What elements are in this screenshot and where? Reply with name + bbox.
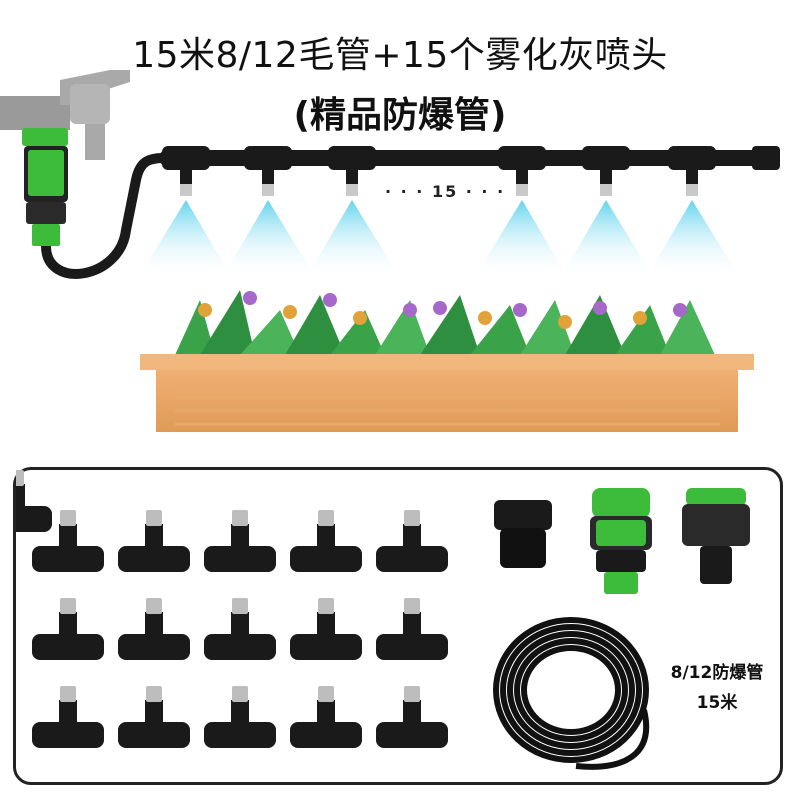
end-cap xyxy=(752,146,780,170)
quick-connector-icon xyxy=(590,488,652,594)
faucet-icon xyxy=(0,70,130,160)
mist-sprays xyxy=(138,200,740,278)
tube-spec-label: 8/12防爆管 xyxy=(670,663,764,683)
kit-contents-panel xyxy=(0,467,783,785)
faucet-adapter-icon xyxy=(682,488,750,584)
spray-count-label: · · · 15 · · · xyxy=(385,182,506,201)
tee-nozzle-grid-icon xyxy=(0,470,52,532)
product-subtitle: (精品防爆管) xyxy=(293,95,507,136)
product-title: 15米8/12毛管+15个雾化灰喷头 xyxy=(132,35,668,76)
tube-length-label: 15米 xyxy=(696,693,738,713)
tee-nozzles xyxy=(162,146,716,196)
planter-box-icon xyxy=(140,354,754,432)
hose xyxy=(41,153,166,279)
coiled-tube-icon xyxy=(493,617,649,770)
end-plug-icon xyxy=(494,500,552,568)
kit-parts-illustration xyxy=(0,470,750,770)
installation-illustration xyxy=(0,70,780,432)
plants-icon xyxy=(175,290,715,355)
faucet-connector-icon xyxy=(22,128,68,246)
